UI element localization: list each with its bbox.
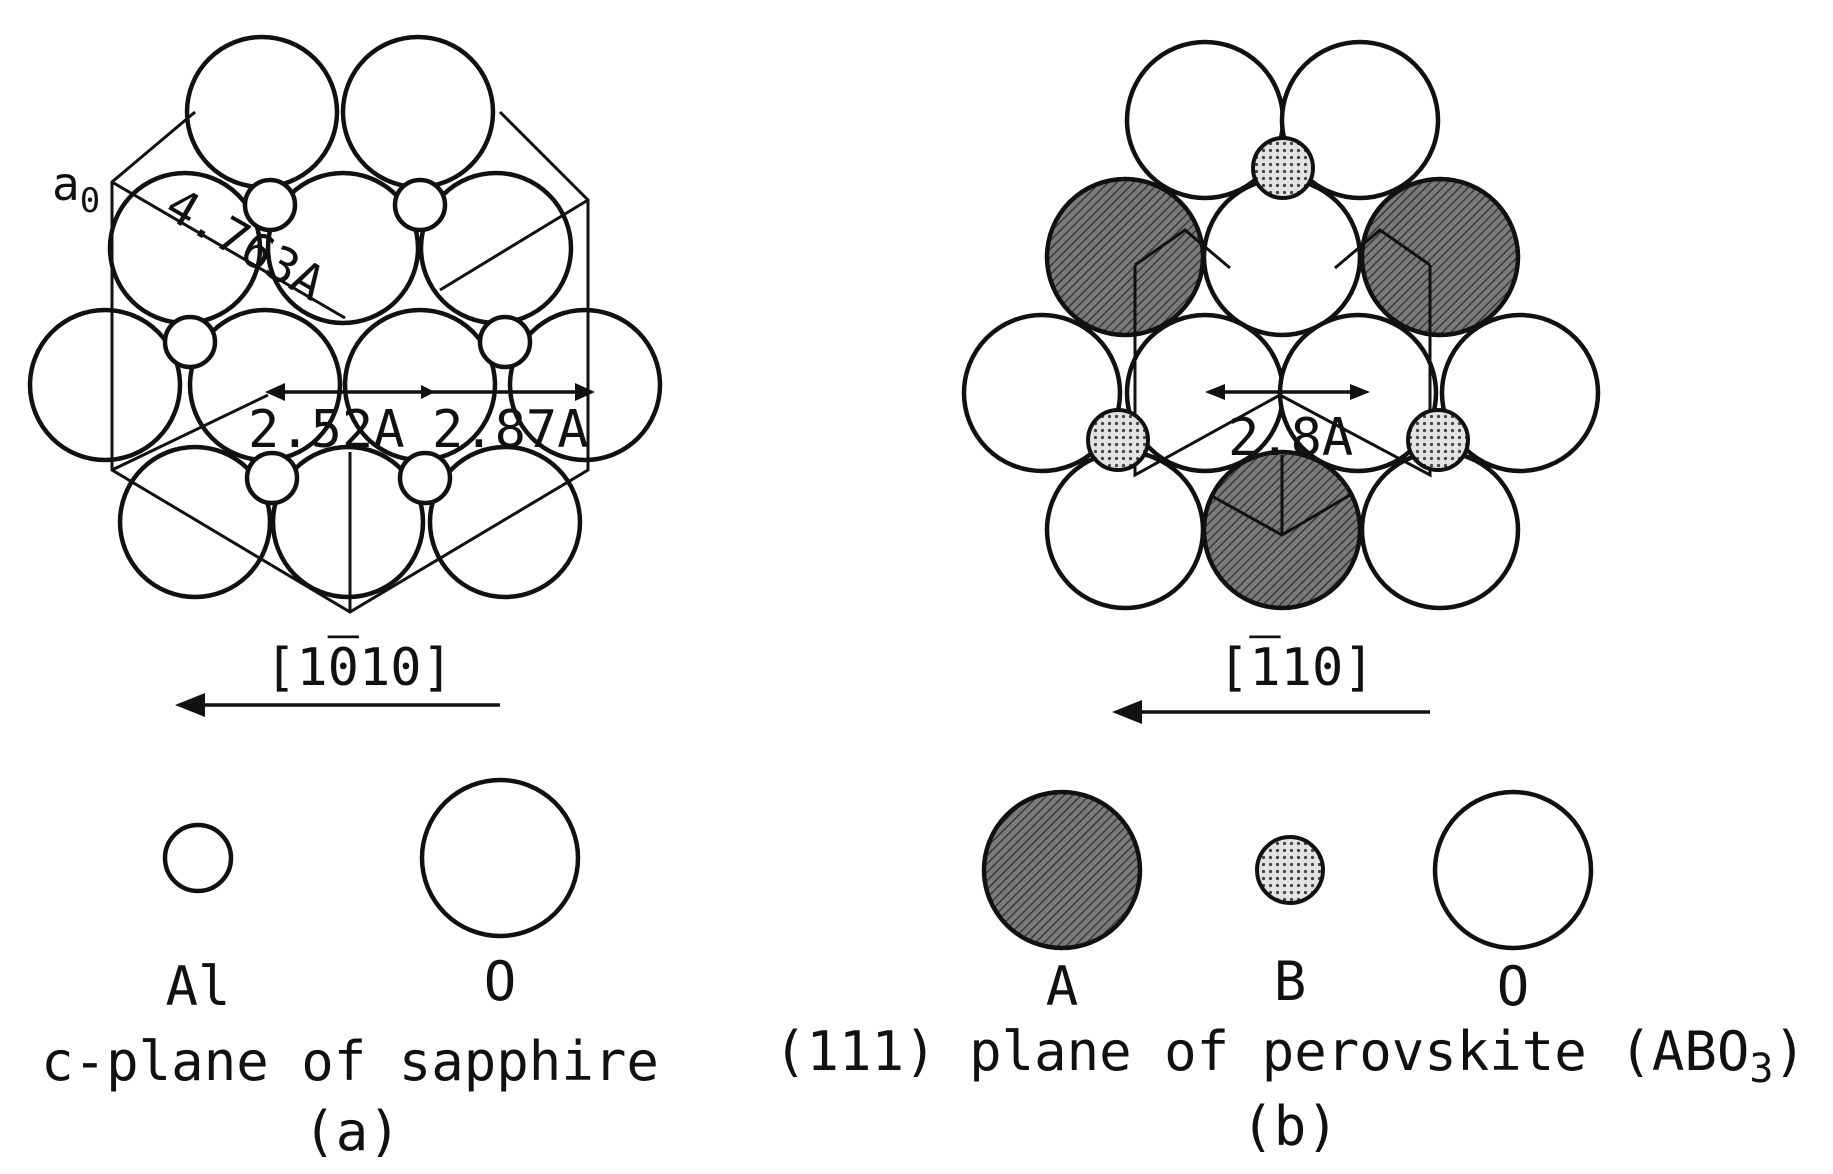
aluminum-atom [244, 450, 300, 506]
oxygen-atom [427, 444, 583, 600]
panel-a-lattice: a0 4.763A 2.52A 2.87A [1010] [27, 34, 663, 717]
oxygen-atom [961, 312, 1123, 474]
panel-b-legend: A B O (111) plane of perovskite (ABO3) (… [774, 789, 1806, 1158]
oxygen-atom [507, 307, 663, 463]
aluminum-atom [162, 314, 218, 370]
aluminum-atom [397, 450, 453, 506]
distance-label-1: 2.52A [248, 400, 405, 460]
oxygen-atom [1439, 312, 1601, 474]
oxygen-atom [1044, 449, 1206, 611]
legend-label-b: B [1274, 950, 1307, 1013]
a-site-atom [1359, 176, 1521, 338]
direction-label: [1010] [265, 638, 453, 698]
panel-a-letter: (a) [303, 1100, 401, 1163]
aluminum-atom [392, 177, 448, 233]
panel-b-lattice: 2.8A [110] [961, 39, 1601, 724]
oxygen-atom [265, 170, 421, 326]
aluminum-atom [477, 314, 533, 370]
b-site-atom [1406, 408, 1470, 472]
b-site-atom [1251, 136, 1315, 200]
legend-label-al: Al [165, 955, 230, 1018]
oxygen-legend-symbol [1432, 789, 1594, 951]
legend-label-o: O [484, 950, 517, 1013]
distance-label: 2.8A [1228, 408, 1353, 468]
aluminum-atom [242, 177, 298, 233]
oxygen-atom [1279, 39, 1441, 201]
b-site-legend-symbol [1255, 835, 1325, 905]
legend-label-a: A [1046, 955, 1079, 1018]
panel-a-legend: Al O c-plane of sapphire (a) [41, 777, 659, 1163]
oxygen-atom [27, 307, 183, 463]
b-site-atom [1086, 408, 1150, 472]
oxygen-atom [1359, 449, 1521, 611]
oxygen-atom [117, 444, 273, 600]
panel-a-caption: c-plane of sapphire [41, 1030, 659, 1093]
panel-b-caption: (111) plane of perovskite (ABO3) [774, 1020, 1806, 1092]
oxygen-legend-symbol [419, 777, 581, 939]
oxygen-atom [270, 444, 426, 600]
oxygen-atom [184, 34, 340, 190]
a-site-legend-symbol [981, 789, 1143, 951]
aluminum-legend-symbol [162, 822, 234, 894]
oxygen-atom [340, 34, 496, 190]
direction-label: [110] [1218, 638, 1375, 698]
a-site-atom [1044, 176, 1206, 338]
distance-label-2: 2.87A [432, 400, 589, 460]
panel-b-letter: (b) [1241, 1095, 1339, 1158]
oxygen-atom [1201, 176, 1363, 338]
legend-label-o: O [1497, 955, 1530, 1018]
lattice-param-label: a0 [52, 157, 100, 221]
